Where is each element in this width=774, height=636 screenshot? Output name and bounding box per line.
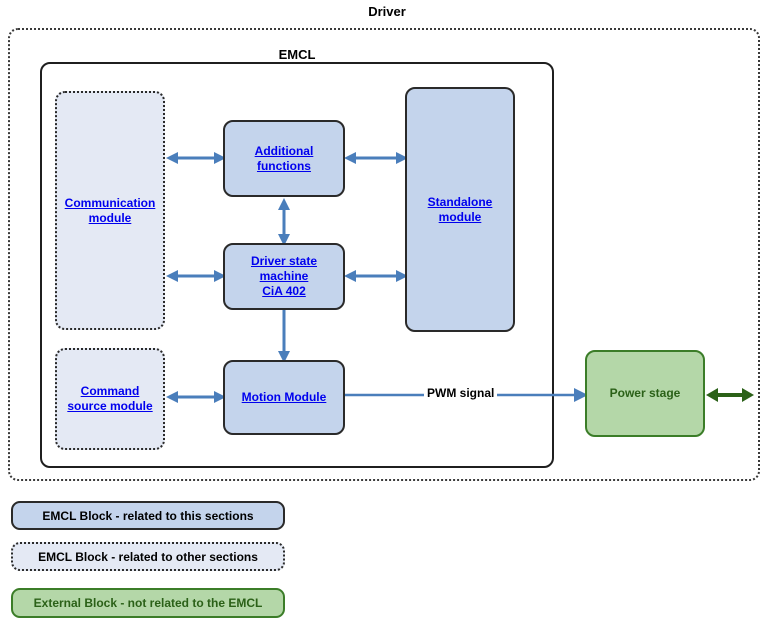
emcl-container	[40, 62, 554, 468]
legend-item-emcl-other-sections: EMCL Block - related to other sections	[11, 542, 285, 571]
block-power-stage[interactable]: Power stage	[585, 350, 705, 437]
block-additional-functions[interactable]: Additional functions	[223, 120, 345, 197]
block-communication-module[interactable]: Communication module	[55, 91, 165, 330]
legend-item-external-block: External Block - not related to the EMCL	[11, 588, 285, 618]
legend-item-external-block-label: External Block - not related to the EMCL	[33, 596, 263, 610]
connector-additional-functions-to-standalone-module	[344, 148, 408, 168]
block-communication-module-label: Communication module	[64, 195, 156, 225]
block-command-source-module[interactable]: Command source module	[55, 348, 165, 450]
connector-power-stage-to-external	[706, 385, 754, 405]
block-motion-module[interactable]: Motion Module	[223, 360, 345, 435]
block-additional-functions-label: Additional functions	[254, 143, 314, 173]
legend-item-emcl-this-section: EMCL Block - related to this sections	[11, 501, 285, 530]
connector-driver-state-machine-to-motion-module	[274, 309, 294, 363]
legend-item-emcl-other-sections-label: EMCL Block - related to other sections	[38, 549, 258, 564]
block-power-stage-label: Power stage	[609, 386, 681, 400]
legend-item-emcl-this-section-label: EMCL Block - related to this sections	[42, 508, 254, 523]
connector-communication-to-additional-functions	[166, 148, 226, 168]
connector-additional-functions-to-driver-state-machine	[274, 198, 294, 246]
driver-title: Driver	[368, 4, 406, 19]
block-driver-state-machine[interactable]: Driver state machine CiA 402	[223, 243, 345, 310]
connector-command-source-to-motion-module	[166, 387, 226, 407]
legend: EMCL Block - related to this sections EM…	[0, 494, 774, 636]
block-driver-state-machine-label: Driver state machine CiA 402	[250, 254, 318, 298]
driver-container	[8, 28, 760, 481]
connector-communication-to-driver-state-machine	[166, 266, 226, 286]
emcl-title: EMCL	[278, 47, 316, 62]
connector-driver-state-machine-to-standalone-module	[344, 266, 408, 286]
block-motion-module-label: Motion Module	[241, 390, 327, 404]
block-standalone-module[interactable]: Standalone module	[405, 87, 515, 332]
block-command-source-module-label: Command source module	[67, 384, 153, 413]
pwm-signal-label: PWM signal	[424, 386, 498, 400]
block-standalone-module-label: Standalone module	[427, 194, 493, 224]
